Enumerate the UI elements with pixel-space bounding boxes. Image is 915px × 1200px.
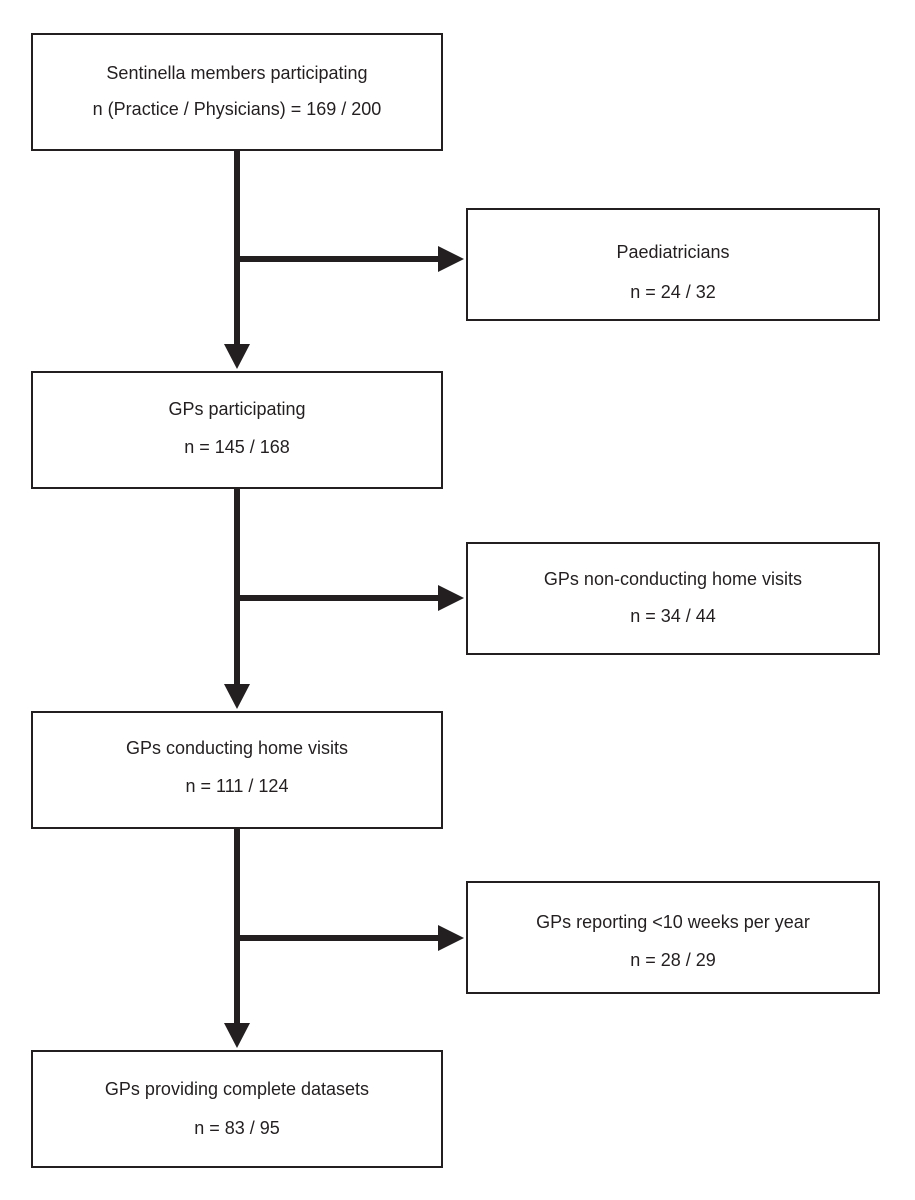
exclusion-count: n = 24 / 32 — [630, 282, 716, 302]
exclusion-title: Paediatricians — [616, 242, 730, 262]
exclusion-box-paediatricians: Paediatricians n = 24 / 32 — [466, 208, 880, 321]
exclusion-count: n = 34 / 44 — [630, 606, 716, 626]
step-box-complete-datasets: GPs providing complete datasets n = 83 /… — [31, 1050, 443, 1168]
step-count: n (Practice / Physicians) = 169 / 200 — [92, 99, 382, 119]
step-title: GPs providing complete datasets — [104, 1079, 370, 1099]
exclusion-box-reporting-under-10-weeks: GPs reporting <10 weeks per year n = 28 … — [466, 881, 880, 994]
step-count: n = 111 / 124 — [185, 776, 289, 796]
exclusion-title: GPs reporting <10 weeks per year — [536, 912, 810, 932]
step-title: GPs conducting home visits — [125, 738, 349, 758]
down-arrow-icon — [224, 684, 250, 709]
step-box-gps-conducting-home-visits: GPs conducting home visits n = 111 / 124 — [31, 711, 443, 829]
step-count: n = 145 / 168 — [184, 437, 290, 457]
step-title: Sentinella members participating — [106, 63, 368, 83]
step-box-gps-participating: GPs participating n = 145 / 168 — [31, 371, 443, 489]
exclusion-count: n = 28 / 29 — [630, 950, 716, 970]
step-count: n = 83 / 95 — [194, 1118, 280, 1138]
right-arrow-icon — [438, 246, 464, 272]
step-box-sentinella-members: Sentinella members participating n (Prac… — [31, 33, 443, 151]
exclusion-box-non-conducting-home-visits: GPs non-conducting home visits n = 34 / … — [466, 542, 880, 655]
down-arrow-icon — [224, 1023, 250, 1048]
exclusion-title: GPs non-conducting home visits — [543, 569, 803, 589]
step-title: GPs participating — [168, 399, 306, 419]
down-arrow-icon — [224, 344, 250, 369]
right-arrow-icon — [438, 925, 464, 951]
right-arrow-icon — [438, 585, 464, 611]
